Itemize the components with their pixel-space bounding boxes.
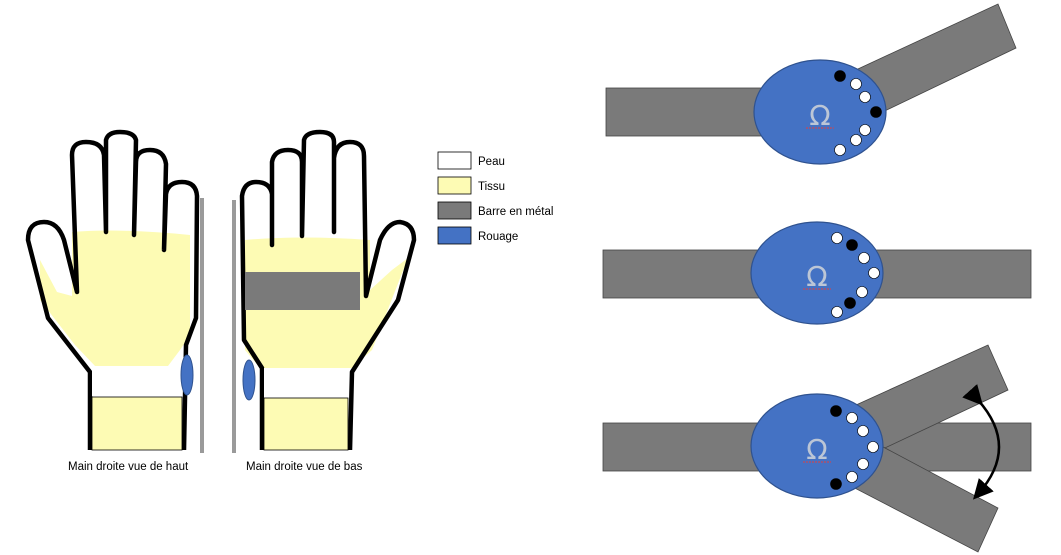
hand-bottom-metal-bar-side <box>232 200 236 453</box>
gear-hole-open <box>850 78 862 90</box>
gear-hole-open <box>831 306 843 318</box>
gear-hole-open <box>846 471 858 483</box>
hand-bottom-palm-metal <box>245 272 360 310</box>
joint2-holes <box>831 232 880 318</box>
joint3-holes <box>830 405 879 490</box>
hand-top-metal-bar <box>200 198 204 453</box>
legend-label-metal: Barre en métal <box>478 206 553 218</box>
legend-label-gear: Rouage <box>478 231 518 243</box>
gear-hole-open <box>846 412 858 424</box>
legend-swatch-fabric <box>437 176 472 195</box>
gear-hole-open <box>868 267 880 279</box>
joint3-gear-symbol: Ω <box>806 433 827 466</box>
hand-top-wrist-fabric <box>91 396 183 451</box>
gear-hole-open <box>856 286 868 298</box>
caption-hand-top-view: Main droite vue de haut <box>68 461 189 473</box>
caption-hand-bottom-view: Main droite vue de bas <box>246 461 363 473</box>
gear-hole-filled <box>834 70 846 82</box>
gear-hole-filled <box>830 405 842 417</box>
hand-bottom-outline <box>239 129 417 451</box>
gear-hole-filled <box>830 478 842 490</box>
legend-label-fabric: Tissu <box>478 181 505 193</box>
legend-swatch-gear <box>437 226 472 245</box>
gear-hole-open <box>857 425 869 437</box>
gear-hole-open <box>857 458 869 470</box>
joint-bent-up: Ω <box>605 3 1017 165</box>
gear-hole-open <box>867 441 879 453</box>
joint1-holes <box>834 70 882 156</box>
hand-bottom-skin-band <box>264 368 348 398</box>
hand-top-fabric <box>40 230 190 366</box>
legend-swatch-metal <box>437 201 472 220</box>
hand-top-skin-band <box>92 366 182 396</box>
hand-top-gear <box>180 354 194 396</box>
gear-hole-open <box>859 124 871 136</box>
joint-straight: Ω <box>602 221 1032 325</box>
hand-bottom-wrist-fabric <box>263 397 349 451</box>
gear-hole-open <box>850 134 862 146</box>
gear-hole-open <box>831 232 843 244</box>
gear-hole-filled <box>846 239 858 251</box>
gear-hole-open <box>858 252 870 264</box>
hand-top-outline <box>25 129 200 451</box>
hand-bottom-gear <box>242 359 256 401</box>
legend: Peau Tissu Barre en métal Rouage <box>437 151 553 245</box>
hand-bottom-view <box>232 129 417 453</box>
hand-top-view <box>25 129 204 453</box>
gear-hole-open <box>859 91 871 103</box>
gear-hole-open <box>834 144 846 156</box>
gear-hole-filled <box>870 106 882 118</box>
joint1-gear-symbol: Ω <box>809 99 830 132</box>
gear-hole-filled <box>844 297 856 309</box>
joint2-gear-symbol: Ω <box>806 260 827 293</box>
legend-swatch-skin <box>437 151 472 170</box>
legend-label-skin: Peau <box>478 156 505 168</box>
range-of-motion-arrow <box>962 384 1001 500</box>
joint-range: Ω <box>602 344 1032 553</box>
